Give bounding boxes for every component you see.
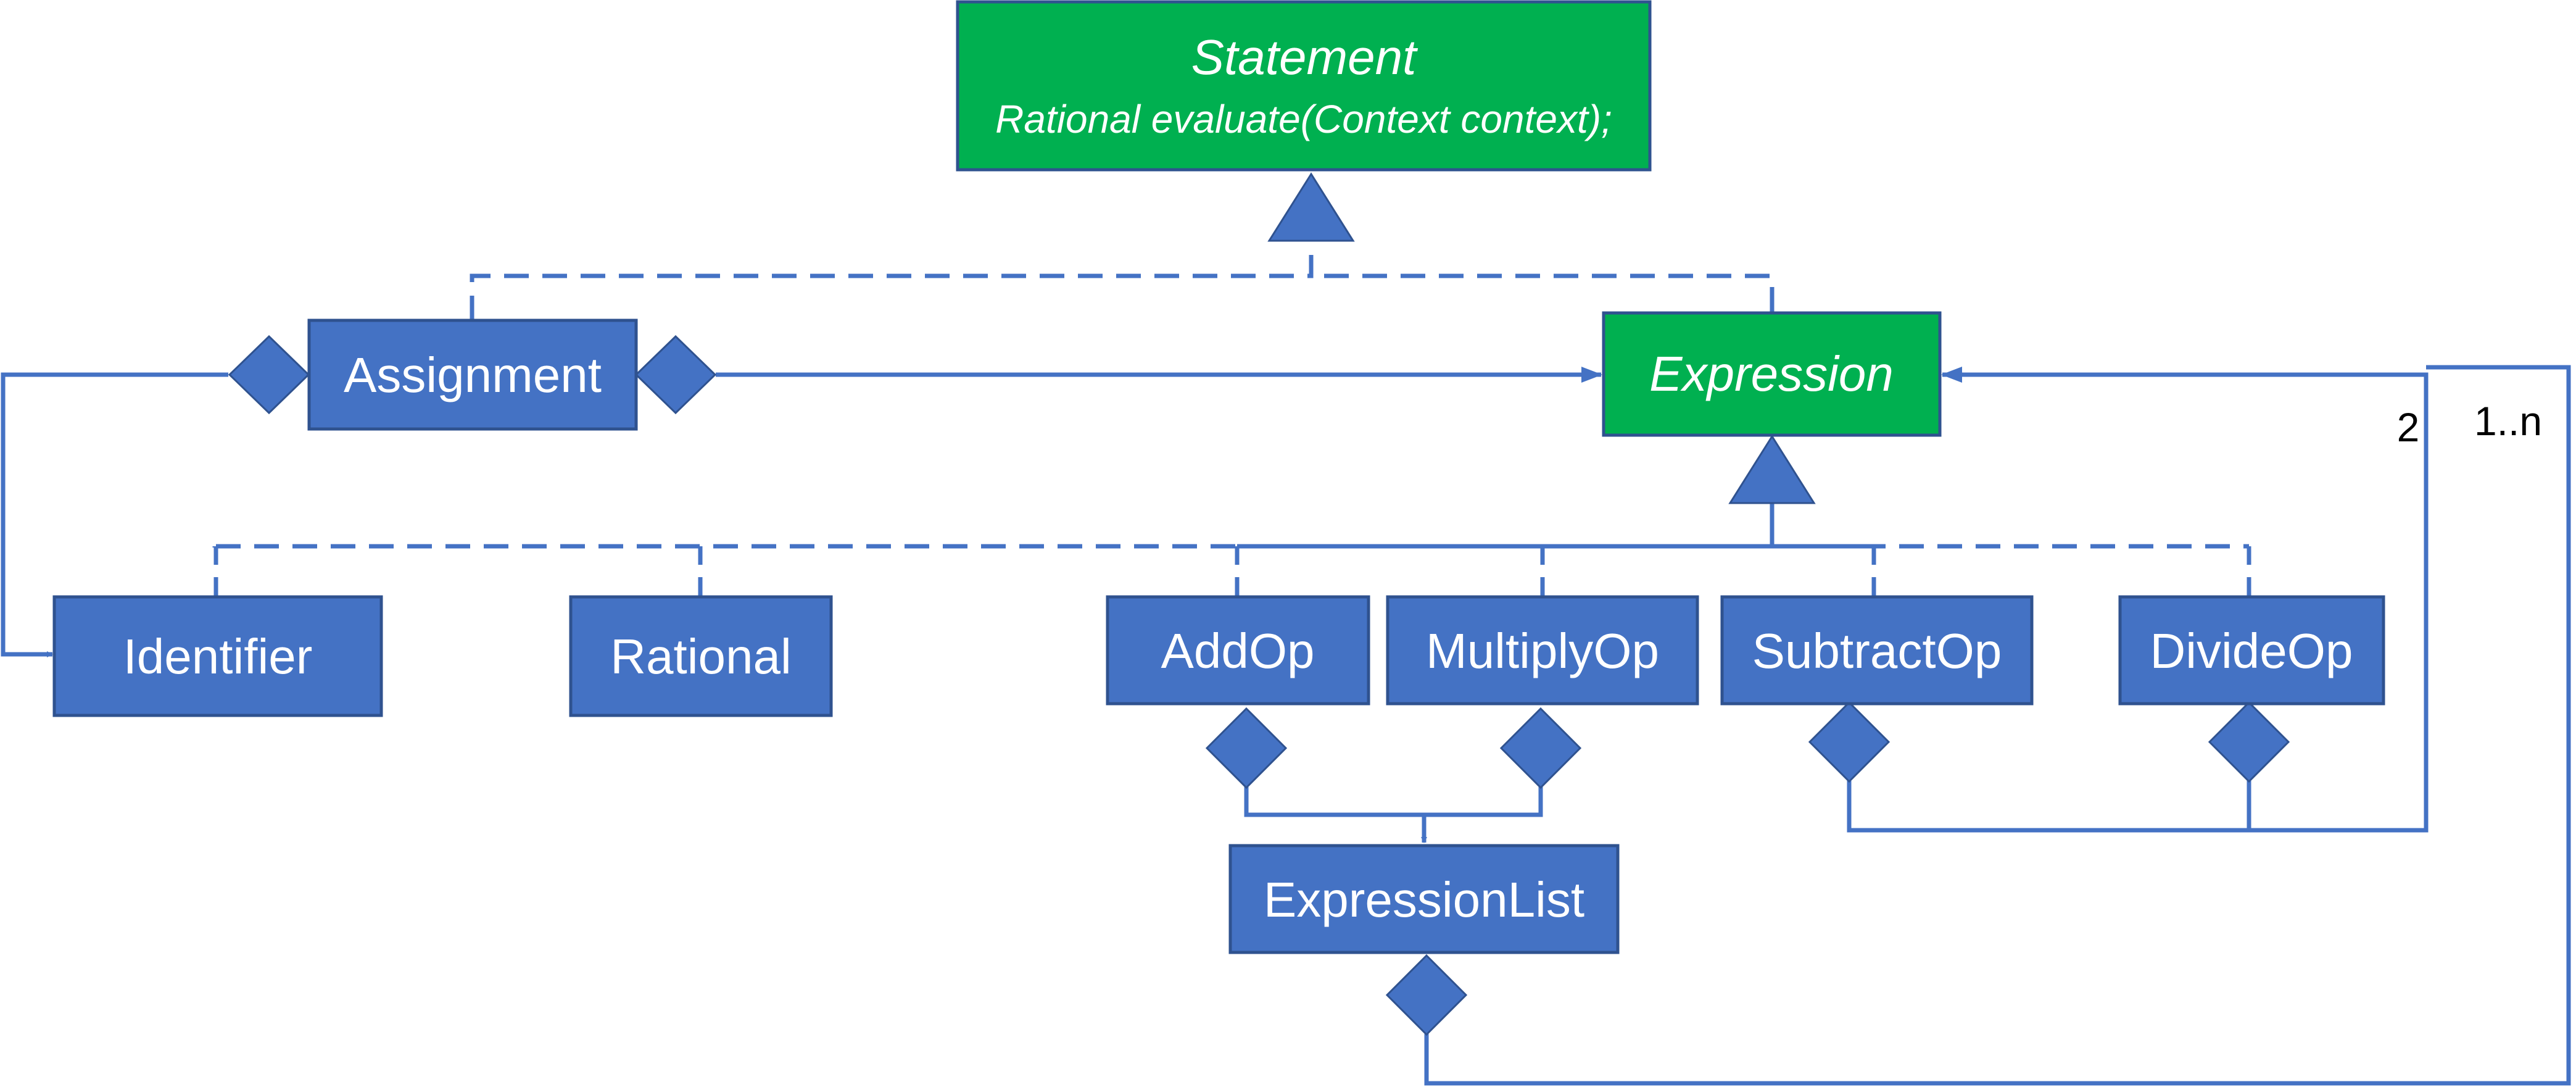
assignment-title: Assignment [344, 348, 602, 402]
multiplicity-one-to-n-label: 1..n [2474, 398, 2542, 444]
multiplyop-diamond [1499, 707, 1582, 789]
divideop-title: DivideOp [2150, 623, 2353, 678]
expressionlist-title: ExpressionList [1264, 872, 1584, 927]
expression-to-statement-dashed [1311, 273, 1775, 312]
connectors [1, 247, 2571, 1086]
rational-title: Rational [610, 629, 792, 684]
assignment-identifier-link [1, 372, 228, 657]
divideop-diamond [2208, 701, 2290, 783]
aggregation-diamonds [228, 335, 2290, 1036]
rational-box[interactable]: Rational [569, 595, 833, 717]
divideop-box[interactable]: DivideOp [2118, 595, 2385, 706]
identifier-box[interactable]: Identifier [52, 595, 383, 717]
assignment-left-diamond [228, 335, 310, 415]
subtractop-diamond [1808, 701, 1891, 783]
statement-title: Statement [1191, 30, 1418, 85]
multiplyop-box[interactable]: MultiplyOp [1386, 595, 1699, 706]
identifier-title: Identifier [123, 629, 313, 684]
expression-inheritance-triangle [1728, 435, 1816, 504]
addop-box[interactable]: AddOp [1106, 595, 1370, 706]
statement-inheritance-triangle [1267, 172, 1355, 242]
expression-trunk [1237, 503, 1775, 549]
expression-title: Expression [1649, 346, 1894, 401]
multiplyop-title: MultiplyOp [1426, 623, 1659, 678]
multiplicity-two-label: 2 [2397, 404, 2420, 450]
statement-box[interactable]: Statement Rational evaluate(Context cont… [956, 0, 1652, 172]
assignment-box[interactable]: Assignment [307, 319, 638, 431]
expression-box[interactable]: Expression [1602, 311, 1942, 437]
subtract-divide-expression-link [1847, 367, 2429, 833]
assignment-to-statement-dashed [470, 247, 1314, 320]
addop-diamond [1205, 707, 1288, 789]
multiplyop-expressionlist-link [1424, 787, 1543, 817]
expressionlist-diamond [1385, 954, 1468, 1036]
expressionlist-box[interactable]: ExpressionList [1228, 844, 1620, 954]
subtractop-box[interactable]: SubtractOp [1720, 595, 2034, 706]
addop-expressionlist-link [1244, 787, 1427, 843]
expression-subclass-bus [212, 544, 2249, 549]
addop-title: AddOp [1161, 623, 1314, 678]
subtractop-title: SubtractOp [1752, 623, 2002, 678]
expressionlist-expression-link [1424, 365, 2571, 1086]
assignment-right-diamond [634, 335, 717, 415]
statement-method: Rational evaluate(Context context); [995, 97, 1612, 141]
